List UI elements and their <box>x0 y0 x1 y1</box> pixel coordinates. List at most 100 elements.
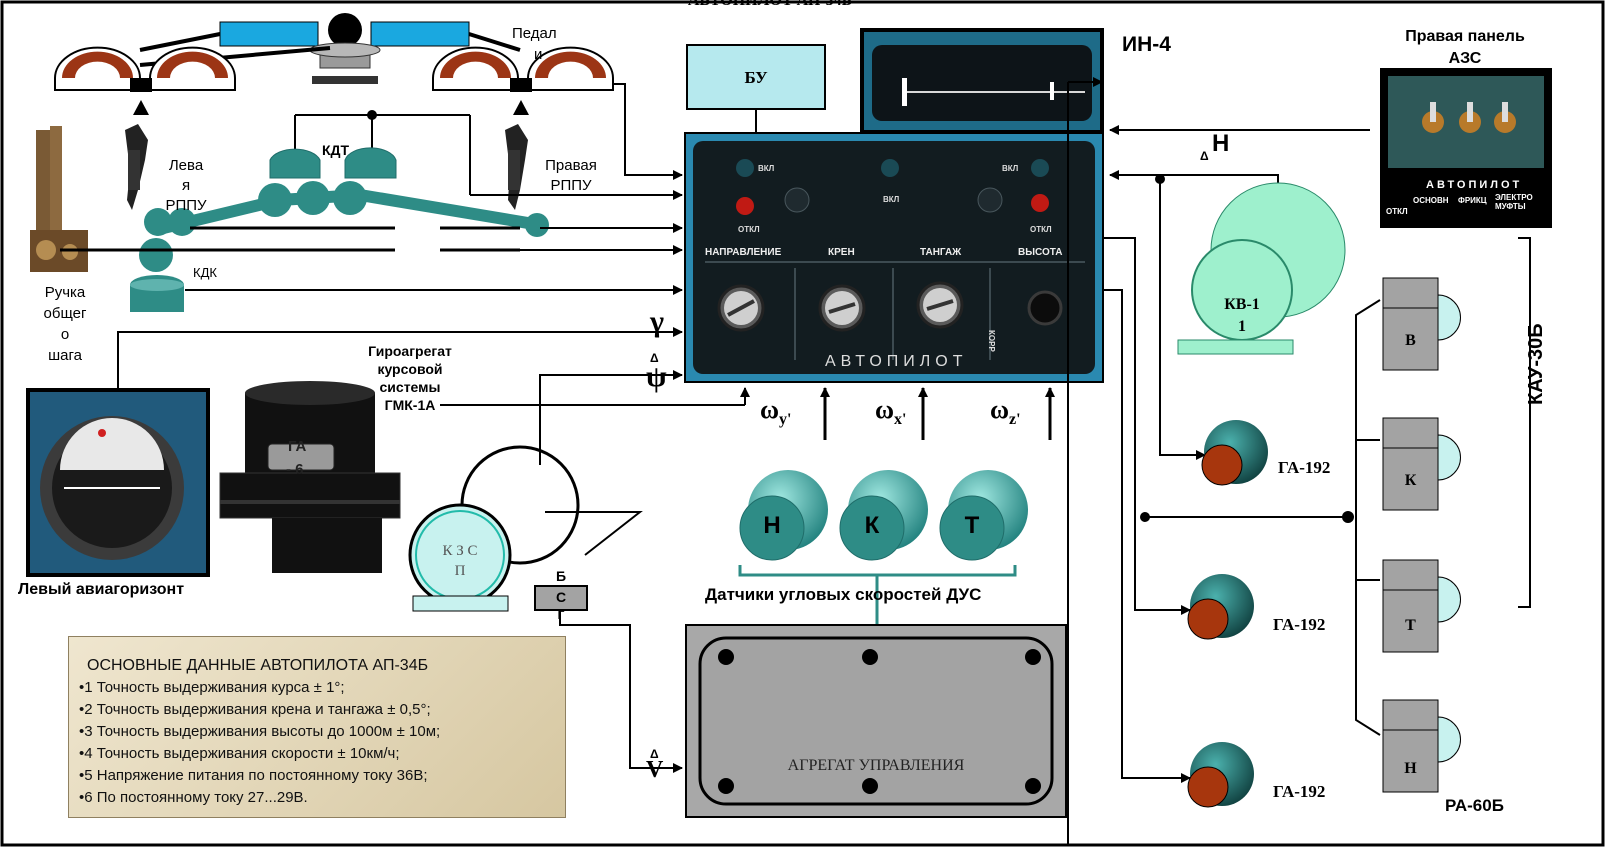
specs-item-3: •3 Точность выдерживания высоты до 1000м… <box>79 723 441 740</box>
bsg-label-2: С <box>555 589 567 605</box>
azs-off: ОТКЛ <box>1386 207 1408 216</box>
left-rppu-label-3: РППУ <box>165 197 207 214</box>
kdk-label: КДК <box>193 265 217 280</box>
kzsp-label-2: П <box>454 563 466 579</box>
kau-label: КАУ-30Б <box>1525 323 1547 405</box>
panel-channel-pitch: ТАНГАЖ <box>920 247 962 258</box>
left-horizon-label: Левый авиагоризонт <box>18 581 185 598</box>
collective-label-2: общег <box>43 305 87 322</box>
gyro-label-1: Гироагрегат <box>368 343 452 359</box>
azs-item-1: ОСНОВН <box>1413 196 1449 205</box>
bsg-box <box>534 585 588 611</box>
in4-label: ИН-4 <box>1122 33 1171 56</box>
ra-b-label: В <box>1405 332 1416 349</box>
gyro-label-2: курсовой <box>377 361 443 377</box>
ga192-label-bottom: ГА-192 <box>1273 782 1326 801</box>
right-rppu-stick <box>505 124 528 210</box>
dus-sensors <box>738 470 1028 625</box>
specs-item-1: •1 Точность выдерживания курса ± 1°; <box>79 679 345 696</box>
ra-t-label: Т <box>1405 617 1416 634</box>
page-title: АВТОПИЛОТ АП-34Б <box>687 0 853 9</box>
ga6-label-2: - 6 <box>286 461 304 478</box>
panel-on-1: ВКЛ <box>758 164 775 173</box>
specs-item-6: •6 По постоянному току 27...29В. <box>79 789 308 806</box>
panel-channel-roll: КРЕН <box>828 247 855 258</box>
pedal-right-bar <box>370 21 470 47</box>
ra60b-label: РА-60Б <box>1445 796 1504 815</box>
panel-channel-direction: НАПРАВЛЕНИЕ <box>705 247 782 258</box>
kdt-mechanism <box>130 110 549 312</box>
kv11-unit <box>1177 182 1346 355</box>
panel-on-2: ВКЛ <box>883 195 900 204</box>
panel-korr-label: КОРР <box>987 330 996 352</box>
kzsp-unit <box>408 430 643 612</box>
right-rppu-label-1: Правая <box>545 157 597 174</box>
ga192-middle <box>1187 574 1254 640</box>
psi-label: ψ <box>646 360 667 393</box>
azs-item-3: ЭЛЕКТРО МУФТЫ <box>1495 193 1533 212</box>
pedal-hub <box>328 13 362 47</box>
right-panel-label-1: Правая панель <box>1405 28 1525 45</box>
ra60b-actuators <box>1382 277 1461 793</box>
collective-lever <box>30 126 88 272</box>
azs-panel <box>1380 68 1552 228</box>
ra-n-label: Н <box>1404 760 1417 777</box>
control-unit <box>685 624 1067 818</box>
left-rppu-stick <box>125 124 148 210</box>
gamma-label: γ <box>650 305 665 338</box>
omega-x-label: ωx' <box>875 395 907 429</box>
panel-off-3: ОТКЛ <box>1030 225 1052 234</box>
right-panel-label-2: АЗС <box>1448 50 1482 67</box>
delta-h-label: Н <box>1212 130 1230 157</box>
pedals-label-2: и <box>534 46 543 63</box>
pedals-label-1: Педал <box>512 25 557 42</box>
kv11-label-2: 1 <box>1238 318 1246 335</box>
specs-heading: ОСНОВНЫЕ ДАННЫЕ АВТОПИЛОТА АП-34Б <box>87 657 429 674</box>
kv11-label-1: КВ-1 <box>1224 296 1260 313</box>
control-unit-label: АГРЕГАТ УПРАВЛЕНИЯ <box>787 757 965 774</box>
specs-item-4: •4 Точность выдерживания скорости ± 10км… <box>79 745 400 762</box>
pedal-left-bar <box>219 21 319 47</box>
ga192-label-top: ГА-192 <box>1278 458 1331 477</box>
gyro-label-3: системы <box>379 379 441 395</box>
azs-title: АВТОПИЛОТ <box>1426 179 1523 191</box>
delta-psi-symbol: Δ <box>650 351 659 365</box>
sensors-caption: Датчики угловых скоростей ДУС <box>705 585 982 604</box>
kzsp-label-1: К З С <box>442 543 478 559</box>
collective-label-1: Ручка <box>44 284 86 301</box>
gyro-label-4: ГМК-1А <box>384 397 436 413</box>
ga192-label-middle: ГА-192 <box>1273 615 1326 634</box>
specs-item-2: •2 Точность выдерживания крена и тангажа… <box>79 701 431 718</box>
panel-off-1: ОТКЛ <box>738 225 760 234</box>
dus-h-label: Н <box>763 512 781 539</box>
bsg-v-label: V <box>646 757 664 783</box>
left-attitude-indicator <box>26 388 210 577</box>
in4-indicator <box>860 28 1104 134</box>
ga192-bottom <box>1187 742 1254 808</box>
bu-box <box>686 44 826 110</box>
delta-h-symbol: Δ <box>1200 149 1209 163</box>
pedals-assembly <box>54 13 614 115</box>
omega-z-label: ωz' <box>990 395 1021 429</box>
bsg-delta-symbol: Δ <box>650 747 659 761</box>
bu-label: БУ <box>744 68 768 87</box>
bsg-label-3: Г <box>557 608 565 622</box>
collective-label-3: о <box>60 326 70 343</box>
specs-item-5: •5 Напряжение питания по постоянному ток… <box>79 767 428 784</box>
ga192-top <box>1201 420 1268 486</box>
bsg-label-1: Б <box>555 568 567 584</box>
autopilot-control-panel <box>684 132 1104 383</box>
left-rppu-label-1: Лева <box>168 157 204 174</box>
right-rppu-label-2: РППУ <box>550 177 592 194</box>
azs-item-2: ФРИКЦ <box>1458 196 1487 205</box>
kdt-label: КДТ <box>322 142 350 158</box>
omega-y-label: ωy' <box>760 395 792 429</box>
dus-k-label: К <box>864 512 880 539</box>
collective-label-4: шага <box>48 347 82 364</box>
ga6-label-1: ГА <box>288 438 307 455</box>
specs-box: ОСНОВНЫЕ ДАННЫЕ АВТОПИЛОТА АП-34Б •1 Точ… <box>68 636 566 818</box>
panel-channel-altitude: ВЫСОТА <box>1018 247 1063 258</box>
ga6-gyro <box>219 381 401 573</box>
